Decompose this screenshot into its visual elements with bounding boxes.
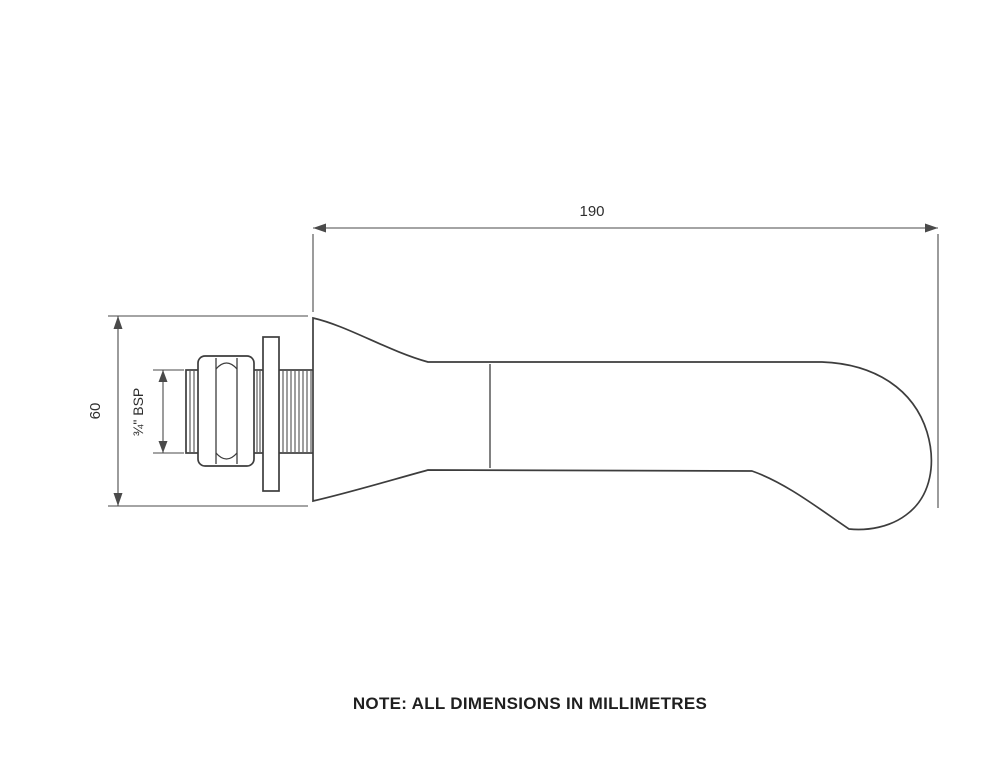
spout-body <box>312 316 933 531</box>
nut-chamfer-arc-top <box>215 362 238 370</box>
spout-outline <box>312 316 933 531</box>
dimension-thread-bsp: ¾" BSP <box>130 369 184 454</box>
arrowhead-bottom <box>158 441 168 453</box>
dimension-length-190: 190 <box>312 203 939 508</box>
nut-body <box>197 355 255 467</box>
arrowhead-right <box>925 223 938 233</box>
dimension-label-thread: ¾" BSP <box>130 388 146 437</box>
dimension-label-length: 190 <box>579 203 604 220</box>
dimensions-note: NOTE: ALL DIMENSIONS IN MILLIMETRES <box>352 694 708 713</box>
thread-hatch-lines <box>189 371 312 452</box>
nut-chamfer-arc-bottom <box>215 452 238 460</box>
dimension-label-height: 60 <box>87 403 104 420</box>
hex-backnut <box>197 355 255 467</box>
wall-flange-plate <box>262 336 280 492</box>
arrowhead-left <box>313 223 326 233</box>
arrowhead-bottom <box>113 493 123 506</box>
arrowhead-top <box>158 370 168 382</box>
arrowhead-top <box>113 316 123 329</box>
dimension-height-60: 60 <box>87 315 308 507</box>
